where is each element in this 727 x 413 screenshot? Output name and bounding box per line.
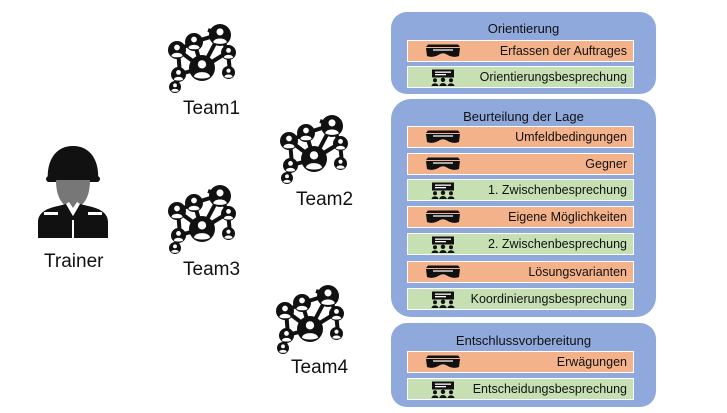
- vr-headset-icon: [424, 129, 462, 146]
- phase-title: Orientierung: [487, 21, 560, 36]
- meeting-icon: [424, 182, 462, 199]
- step-label: Umfeldbedingungen: [515, 130, 627, 144]
- step-label: 1. Zwischenbesprechung: [488, 183, 627, 197]
- phase-title: Entschlussvorbereitung: [455, 333, 592, 348]
- step-umfeldbedingungen: Umfeldbedingungen: [407, 126, 634, 148]
- step-loesungsvarianten: Lösungsvarianten: [407, 261, 634, 283]
- step-label: Koordinierungsbesprechung: [470, 292, 627, 306]
- step-erwaegungen: Erwägungen: [407, 351, 634, 373]
- team-label: Team4: [291, 357, 349, 378]
- network-icon: [160, 24, 238, 94]
- phase-orientierung: Orientierung Erfassen der Auftrages Orie…: [391, 12, 656, 94]
- step-label: Lösungsvarianten: [528, 265, 627, 279]
- team-label: Team1: [183, 98, 241, 119]
- vr-headset-icon: [424, 43, 462, 60]
- step-label: Erwägungen: [556, 355, 627, 369]
- network-icon: [160, 185, 238, 255]
- meeting-icon: [424, 236, 462, 253]
- step-orientierungsbesprechung: Orientierungsbesprechung: [407, 66, 634, 88]
- vr-headset-icon: [424, 209, 462, 226]
- phase-entschlussvorbereitung: Entschlussvorbereitung Erwägungen Entsch…: [391, 323, 656, 407]
- soldier-icon: [38, 146, 108, 238]
- step-erfassen-der-auftrages: Erfassen der Auftrages: [407, 40, 634, 62]
- step-gegner: Gegner: [407, 153, 634, 175]
- network-icon: [272, 115, 350, 185]
- vr-headset-icon: [424, 156, 462, 173]
- step-eigene-moeglichkeiten: Eigene Möglichkeiten: [407, 206, 634, 228]
- step-label: Gegner: [585, 157, 627, 171]
- step-label: Erfassen der Auftrages: [499, 44, 627, 58]
- step-label: Entscheidungsbesprechung: [472, 382, 627, 396]
- step-label: Eigene Möglichkeiten: [508, 210, 627, 224]
- meeting-icon: [424, 69, 462, 86]
- phase-title: Beurteilung der Lage: [463, 109, 584, 124]
- step-2-zwischenbesprechung: 2. Zwischenbesprechung: [407, 233, 634, 255]
- trainer-label: Trainer: [44, 251, 104, 272]
- vr-headset-icon: [424, 354, 462, 371]
- step-label: 2. Zwischenbesprechung: [488, 237, 627, 251]
- meeting-icon: [424, 291, 462, 308]
- team-label: Team3: [183, 259, 241, 280]
- meeting-icon: [424, 381, 462, 398]
- step-1-zwischenbesprechung: 1. Zwischenbesprechung: [407, 179, 634, 201]
- step-entscheidungsbesprechung: Entscheidungsbesprechung: [407, 378, 634, 400]
- network-icon: [268, 285, 346, 355]
- step-label: Orientierungsbesprechung: [479, 70, 627, 84]
- phase-beurteilung-der-lage: Beurteilung der Lage Umfeldbedingungen G…: [391, 99, 656, 317]
- team-label: Team2: [296, 189, 354, 210]
- vr-headset-icon: [424, 264, 462, 281]
- step-koordinierungsbesprechung: Koordinierungsbesprechung: [407, 288, 634, 310]
